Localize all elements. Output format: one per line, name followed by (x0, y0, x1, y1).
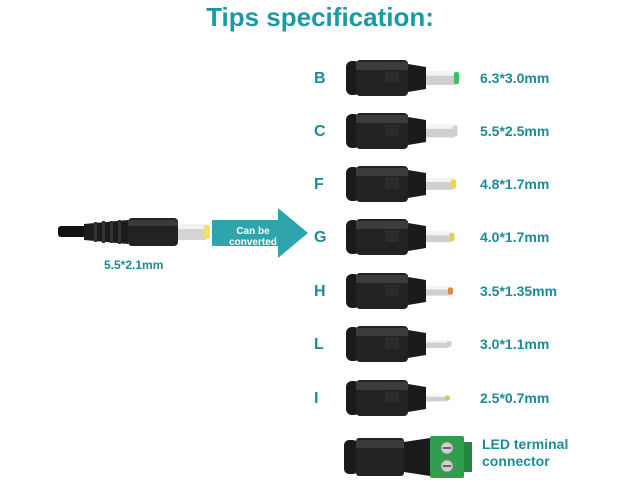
tip-spec: 4.0*1.7mm (480, 229, 550, 245)
led-terminal-image (344, 436, 472, 478)
tip-plug-image (346, 380, 450, 416)
tip-letter: F (314, 176, 324, 193)
tip-plug-image (346, 326, 452, 362)
led-connector-label: LED terminal connector (482, 436, 602, 470)
tip-row: L 3.0*1.1mm (0, 320, 640, 374)
tip-letter: I (314, 390, 319, 407)
source-size-label: 5.5*2.1mm (104, 258, 164, 272)
tip-row: I 2.5*0.7mm (0, 374, 640, 428)
tip-spec: 2.5*0.7mm (480, 390, 550, 406)
tip-letter: B (314, 70, 326, 87)
tip-spec: 4.8*1.7mm (480, 176, 550, 192)
led-label-line2: connector (482, 453, 550, 469)
tip-letter: H (314, 283, 326, 300)
tip-spec: 6.3*3.0mm (480, 70, 550, 86)
source-plug-image (58, 218, 210, 246)
tip-plug-image (346, 113, 458, 149)
tip-plug-image (346, 219, 455, 255)
page-title: Tips specification: (206, 2, 434, 32)
tip-spec: 3.5*1.35mm (480, 283, 558, 299)
tip-row: G 4.0*1.7mm (0, 213, 640, 267)
tip-plug-image (346, 273, 453, 309)
tip-spec: 5.5*2.5mm (480, 123, 550, 139)
tip-row: B 6.3*3.0mm (0, 54, 640, 108)
led-connector-row: LED terminal connector (0, 434, 640, 480)
tip-spec: 3.0*1.1mm (480, 336, 550, 352)
tip-letter: C (314, 123, 326, 140)
tip-row: F 4.8*1.7mm (0, 160, 640, 214)
tip-plug-image (346, 60, 459, 96)
led-label-line1: LED terminal (482, 436, 569, 452)
tip-letter: L (314, 336, 324, 353)
tip-letter: G (314, 229, 327, 246)
conversion-arrow (212, 208, 308, 258)
tip-plug-image (346, 166, 456, 202)
tip-row: H 3.5*1.35mm (0, 267, 640, 321)
tip-row: C 5.5*2.5mm (0, 107, 640, 161)
arrow-label: Can be converted (229, 226, 277, 248)
